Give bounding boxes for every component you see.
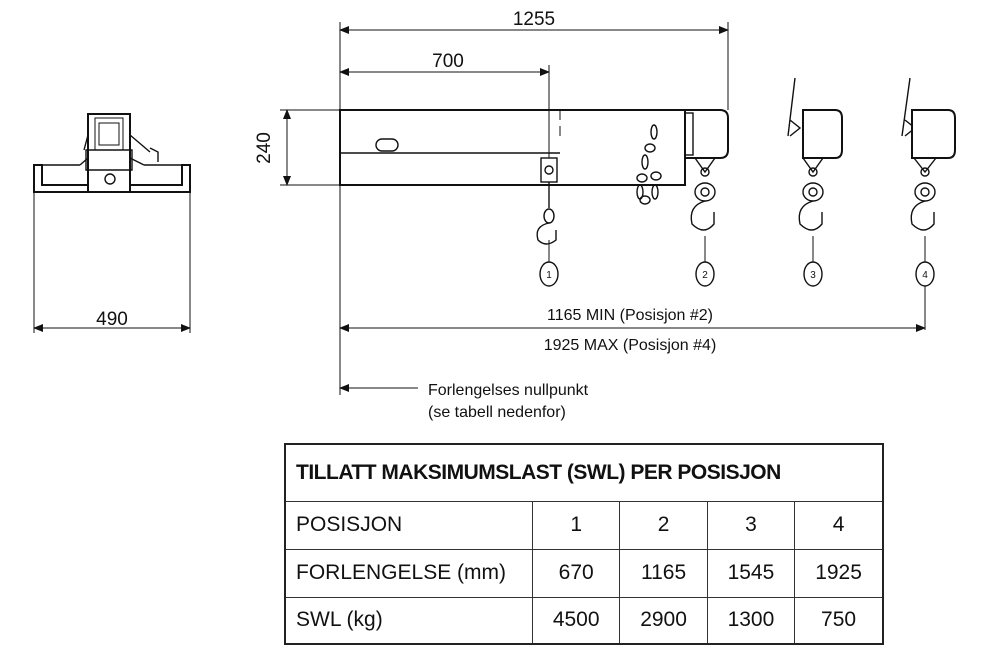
dimension-1255: 1255 — [339, 9, 729, 110]
dimension-700: 700 — [339, 51, 550, 158]
boom-side-view — [339, 109, 729, 186]
table-cell: 4 — [794, 500, 884, 550]
table-cell: 750 — [794, 596, 884, 645]
max-length-label: 1925 MAX (Posisjon #4) — [544, 337, 717, 354]
extension-start-label: 700 — [432, 51, 464, 72]
overall-length-label: 1255 — [513, 9, 555, 30]
table-cell: 2 — [619, 500, 708, 550]
zero-point-note: Forlengelses nullpunkt (se tabell nedenf… — [339, 382, 589, 421]
zero-point-line1: Forlengelses nullpunkt — [428, 382, 589, 399]
swl-table: TILLATT MAKSIMUMSLAST (SWL) PER POSISJON… — [284, 443, 884, 645]
position-markers: 1 2 3 4 — [539, 236, 935, 330]
position-3-label: 3 — [810, 270, 816, 281]
table-cell: 1545 — [706, 548, 796, 598]
min-length-label: 1165 MIN (Posisjon #2) — [547, 307, 713, 324]
table-title: TILLATT MAKSIMUMSLAST (SWL) PER POSISJON — [284, 443, 884, 502]
dimension-min-max: 1165 MIN (Posisjon #2) 1925 MAX (Posisjo… — [339, 185, 926, 395]
table-cell: 3 — [706, 500, 796, 550]
table-cell: 1 — [531, 500, 621, 550]
position-2-label: 2 — [702, 270, 708, 281]
height-label: 240 — [254, 132, 275, 164]
table-cell: 1165 — [619, 548, 708, 598]
hook-3 — [787, 77, 843, 231]
front-view — [33, 113, 191, 193]
table-cell: 2900 — [619, 596, 708, 645]
chain — [636, 124, 662, 205]
width-label: 490 — [96, 309, 128, 330]
width-dimension: 490 — [33, 192, 191, 333]
row-label: FORLENGELSE (mm) — [284, 548, 533, 598]
hook-4 — [901, 77, 956, 231]
row-label: SWL (kg) — [284, 596, 533, 645]
dimension-240: 240 — [254, 109, 340, 186]
table-cell: 4500 — [531, 596, 621, 645]
table-cell: 1300 — [706, 596, 796, 645]
position-1-label: 1 — [546, 270, 552, 281]
table-row: FORLENGELSE (mm) 670 1165 1545 1925 — [284, 548, 884, 598]
hook-2 — [690, 157, 716, 231]
zero-point-line2: (se tabell nedenfor) — [428, 404, 566, 421]
table-row: POSISJON 1 2 3 4 — [284, 500, 884, 550]
table-cell: 670 — [531, 548, 621, 598]
table-row: SWL (kg) 4500 2900 1300 750 — [284, 596, 884, 645]
table-cell: 1925 — [794, 548, 884, 598]
position-4-label: 4 — [922, 270, 928, 281]
row-label: POSISJON — [284, 500, 533, 550]
